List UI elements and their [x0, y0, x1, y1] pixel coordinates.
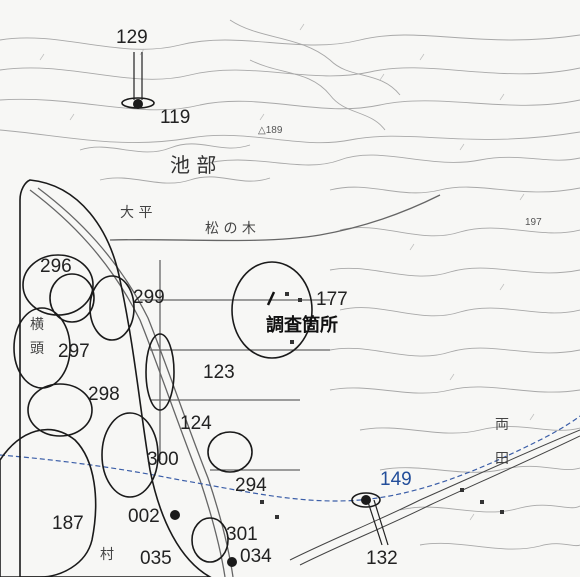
- place-name-mura: 村: [100, 547, 114, 563]
- river-line: [0, 415, 580, 502]
- dot-002: [170, 510, 180, 520]
- site-label-129: 129: [116, 27, 148, 48]
- site-label-002: 002: [128, 506, 160, 527]
- site-label-132: 132: [366, 548, 398, 569]
- boundary-149: [351, 492, 381, 508]
- site-label-300: 300: [147, 449, 179, 470]
- site-label-296: 296: [40, 256, 72, 277]
- site-label-119: 119: [160, 107, 191, 128]
- boundary-298: [27, 383, 93, 437]
- boundary-301: [191, 517, 229, 563]
- boundary-299: [89, 275, 135, 341]
- site-label-124: 124: [180, 413, 212, 434]
- site-label-123: 123: [203, 362, 235, 383]
- place-name-ohira: 大 平: [120, 205, 153, 221]
- site-label-149: 149: [380, 469, 412, 490]
- place-name-matsunoki: 松 の 木: [205, 221, 256, 237]
- site-label-035: 035: [140, 548, 172, 569]
- boundary-177: [231, 261, 313, 359]
- site-label-187: 187: [52, 513, 84, 534]
- place-name-ryota-1: 両: [495, 417, 509, 433]
- vegetation-marks: [39, 23, 535, 521]
- place-name-yokokashira-2: 頭: [30, 341, 44, 357]
- site-dots: [133, 99, 371, 567]
- site-boundaries: [0, 97, 381, 577]
- stream-line: [289, 429, 580, 561]
- site-label-301: 301: [226, 524, 258, 545]
- boundary-296b: [49, 273, 95, 323]
- site-label-034: 034: [240, 546, 272, 567]
- roads: [29, 187, 441, 577]
- site-label-294: 294: [235, 475, 267, 496]
- contour-lines: [0, 19, 580, 550]
- place-name-ikebe: 池 部: [170, 153, 217, 177]
- boundary-187: [0, 428, 97, 577]
- site-label-298: 298: [88, 384, 120, 405]
- dot-119: [133, 99, 143, 109]
- boundary-123: [145, 333, 175, 411]
- survey-location-label: 調査箇所: [266, 315, 338, 335]
- dot-034: [227, 557, 237, 567]
- leader-lines: [133, 52, 389, 546]
- stream-line-2: [299, 435, 580, 566]
- elevation-197: 197: [525, 217, 542, 228]
- survey-mark: [266, 291, 276, 306]
- elevation-189: △189: [258, 125, 283, 136]
- site-label-177: 177: [316, 289, 348, 310]
- boundary-300: [101, 412, 159, 498]
- site-label-297: 297: [58, 341, 90, 362]
- dot-149: [361, 495, 371, 505]
- site-label-299: 299: [133, 287, 165, 308]
- place-name-ryota-2: 田: [495, 451, 509, 467]
- place-name-yokokashira-1: 横: [30, 317, 44, 333]
- boundary-large-west: [19, 179, 212, 577]
- building-marks: [260, 292, 504, 519]
- boundary-124: [207, 431, 253, 473]
